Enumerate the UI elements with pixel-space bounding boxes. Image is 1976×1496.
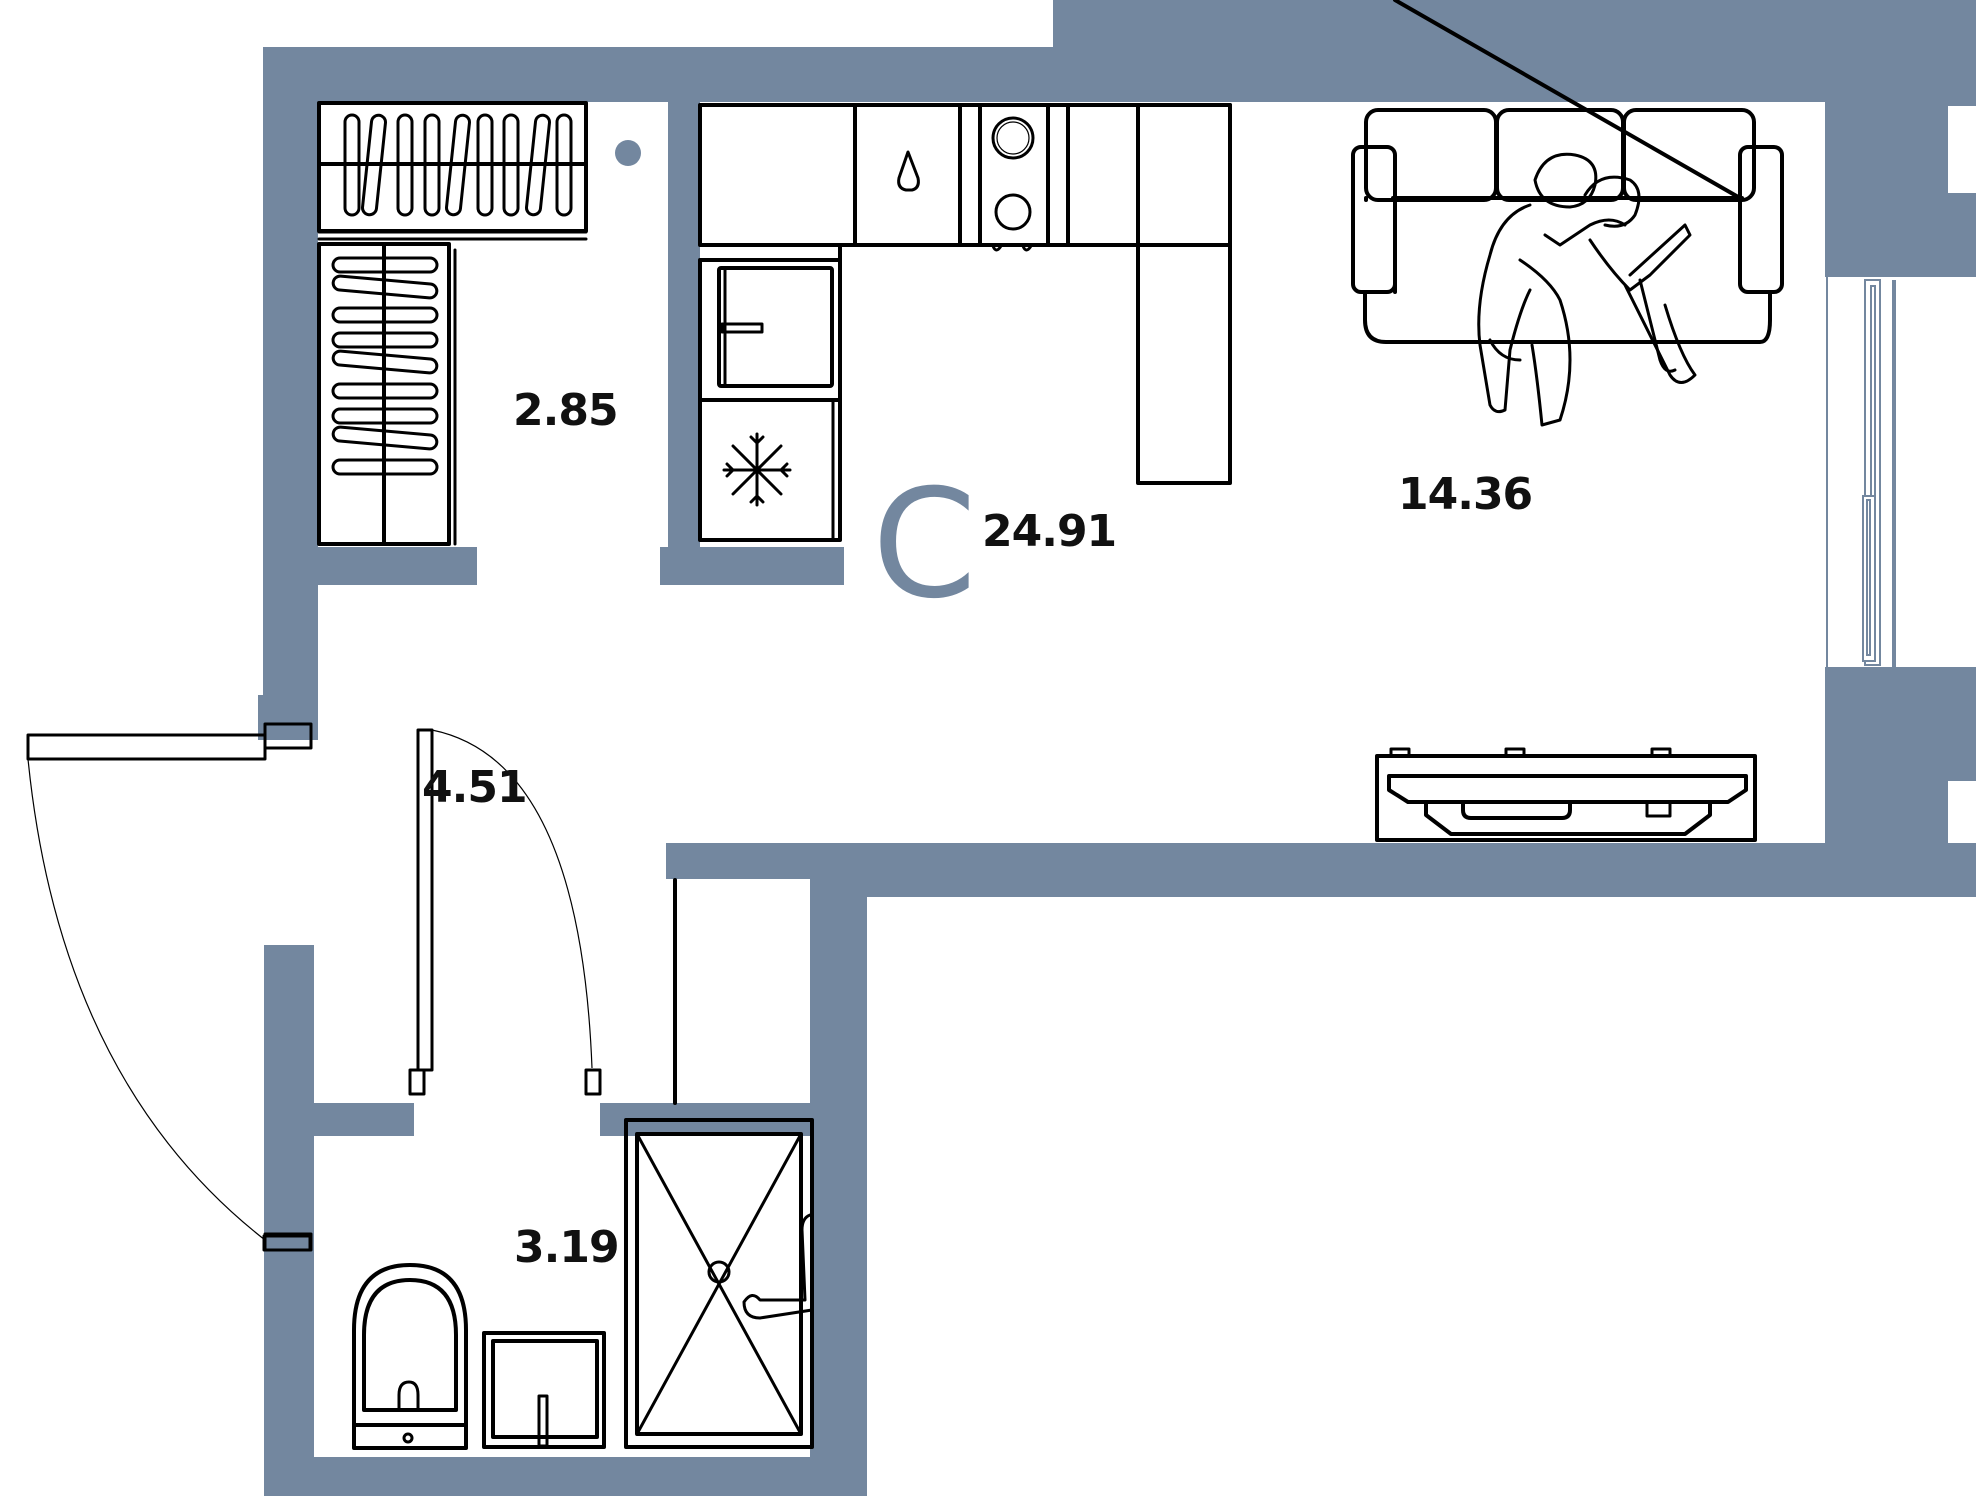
wall-bathroom-bottom <box>264 1457 867 1496</box>
wall-top-right <box>1053 0 1976 102</box>
area-total: 24.91 <box>982 506 1117 557</box>
drain-icon <box>707 1260 731 1284</box>
wall-bathroom-top-left <box>264 1103 414 1136</box>
washbasin <box>482 1331 606 1449</box>
wall-left-lower <box>264 945 314 1496</box>
area-hallway: 4.51 <box>422 762 528 813</box>
water-drop-icon <box>897 150 920 192</box>
entrance-door[interactable] <box>26 722 313 1252</box>
sofa <box>1351 0 1784 344</box>
hangers-top <box>343 113 573 217</box>
wardrobe-furniture <box>317 101 588 546</box>
kitchen <box>698 103 1232 542</box>
burner-icon <box>994 193 1032 231</box>
unit-type-mark: C <box>872 458 977 632</box>
hangers-side <box>331 256 439 476</box>
bathroom-door[interactable] <box>408 728 602 1096</box>
walls <box>258 0 1976 1496</box>
tall-cabinet <box>1136 103 1232 485</box>
wall-bathroom-right <box>810 843 867 1496</box>
area-bathroom: 3.19 <box>514 1222 620 1273</box>
people-with-laptop <box>1477 152 1697 427</box>
area-living: 14.36 <box>1398 469 1533 520</box>
window <box>1826 277 1896 667</box>
wall-wardrobe-bottom <box>318 547 477 585</box>
wall-wardrobe-kitchen <box>668 102 700 547</box>
wall-top-left <box>263 47 1063 102</box>
wall-kitchen-stub <box>660 547 844 585</box>
snowflake-icon <box>722 432 792 507</box>
oven <box>717 266 834 388</box>
tv-unit <box>1375 747 1757 842</box>
burner-icon <box>991 116 1035 160</box>
wall-left-upper <box>263 47 318 740</box>
shower-tray <box>624 1118 814 1449</box>
area-wardrobe: 2.85 <box>513 385 619 436</box>
toilet <box>352 1263 468 1450</box>
riser-pipe <box>615 140 641 166</box>
